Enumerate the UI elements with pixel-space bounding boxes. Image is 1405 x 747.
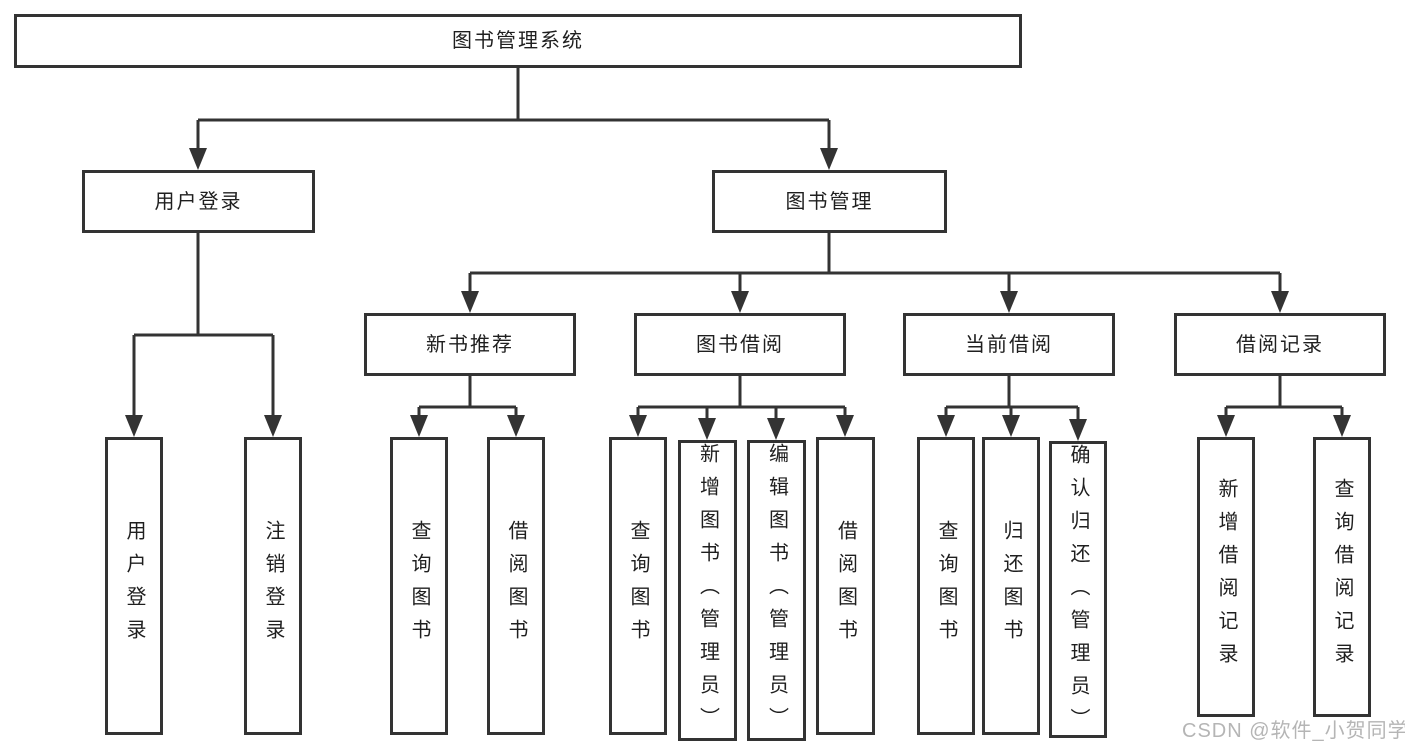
- node-new-book-recommend: 新书推荐: [364, 313, 576, 376]
- leaf-confirm-return-admin: 确认归还（管理员）: [1049, 441, 1107, 741]
- edges-root-to-branches: [189, 68, 838, 170]
- leaf-return-book: 归还图书: [982, 437, 1040, 735]
- leaf-recommend-query-book: 查询图书: [390, 437, 448, 735]
- node-book-management-label: 图书管理: [785, 190, 874, 213]
- node-current-borrow-label: 当前借阅: [965, 333, 1053, 356]
- leaf-edit-book-admin: 编辑图书（管理员）: [747, 440, 806, 741]
- edges-user-login-branch: [125, 233, 282, 437]
- leaf-borrow-query-book: 查询图书: [609, 437, 667, 735]
- edges-borrow-record: [1217, 376, 1351, 437]
- leaf-recommend-borrow-book: 借阅图书: [487, 437, 545, 735]
- node-user-login: 用户登录: [82, 170, 315, 233]
- edges-current-borrow: [937, 376, 1087, 441]
- node-root-system: 图书管理系统: [14, 14, 1022, 68]
- leaf-add-book-admin: 新增图书（管理员）: [678, 440, 737, 741]
- node-book-management: 图书管理: [712, 170, 947, 233]
- leaf-borrow-book: 借阅图书: [816, 437, 875, 735]
- edges-new-book-recommend: [410, 376, 525, 437]
- edges-book-management-branch: [461, 233, 1289, 313]
- leaf-user-login: 用户登录: [105, 437, 163, 735]
- node-root-label: 图书管理系统: [452, 30, 584, 52]
- leaf-query-borrow-record: 查询借阅记录: [1313, 437, 1371, 717]
- leaf-add-borrow-record: 新增借阅记录: [1197, 437, 1255, 717]
- leaf-logout: 注销登录: [244, 437, 302, 735]
- edges-book-borrow: [629, 376, 854, 440]
- node-user-login-label: 用户登录: [154, 190, 243, 213]
- node-borrow-record-label: 借阅记录: [1236, 333, 1324, 356]
- node-book-borrow-label: 图书借阅: [696, 333, 784, 356]
- node-book-borrow: 图书借阅: [634, 313, 846, 376]
- node-current-borrow: 当前借阅: [903, 313, 1115, 376]
- node-new-book-recommend-label: 新书推荐: [426, 333, 514, 356]
- watermark-text: CSDN @软件_小贺同学: [1182, 720, 1405, 742]
- node-borrow-record: 借阅记录: [1174, 313, 1386, 376]
- leaf-current-query-book: 查询图书: [917, 437, 975, 735]
